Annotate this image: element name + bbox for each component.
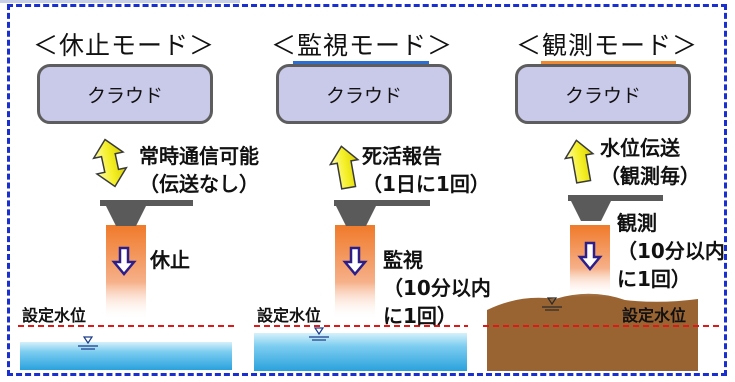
comm-label-pause: 常時通信可能 （伝送なし）: [139, 144, 259, 196]
comm-label-observe: 水位伝送 （観測毎）: [600, 136, 700, 188]
water-level-symbol-icon: [78, 336, 98, 350]
sensor-device-icon: [100, 200, 193, 226]
set-level-label-monitor: 設定水位: [257, 306, 322, 325]
mode-title-observe: ＜観測モード＞: [516, 31, 699, 60]
up-arrow-icon: [328, 145, 360, 190]
down-arrow-icon: [577, 241, 603, 271]
sensor-label-pause: 休止: [150, 248, 190, 272]
bidirectional-arrow-icon: [92, 138, 128, 188]
water-level-symbol-icon: [542, 297, 562, 311]
comm-label-monitor: 死活報告 （1日に1回）: [362, 144, 490, 196]
mud-ground-observe: [487, 293, 698, 371]
monitor-title-underline: [293, 61, 429, 64]
sensor-device-icon: [568, 195, 663, 221]
top-edge-line: [0, 0, 240, 3]
set-level-label-observe: 設定水位: [622, 306, 687, 325]
water-surface-pause: [20, 342, 232, 370]
observe-title-underline: [541, 61, 676, 64]
water-level-symbol-icon: [309, 327, 329, 341]
cloud-box-monitor: クラウド: [276, 64, 452, 124]
up-arrow-icon: [563, 139, 595, 184]
mode-title-pause: ＜休止モード＞: [33, 31, 216, 60]
down-arrow-icon: [111, 246, 137, 276]
down-arrow-icon: [342, 246, 368, 276]
sensor-device-icon: [334, 200, 430, 226]
cloud-label: クラウド: [564, 84, 641, 107]
cloud-label: クラウド: [325, 84, 402, 107]
mode-title-monitor: ＜監視モード＞: [271, 31, 454, 60]
cloud-label: クラウド: [86, 84, 163, 107]
cloud-box-observe: クラウド: [515, 64, 691, 124]
water-surface-monitor: [254, 333, 467, 371]
sensor-label-monitor: 監視 （10分以内 に1回）: [383, 248, 491, 328]
diagram-frame: [7, 4, 727, 376]
set-level-label-pause: 設定水位: [22, 306, 87, 325]
sensor-label-observe: 観測 （10分以内 に1回）: [617, 211, 725, 291]
cloud-box-pause: クラウド: [37, 64, 213, 124]
